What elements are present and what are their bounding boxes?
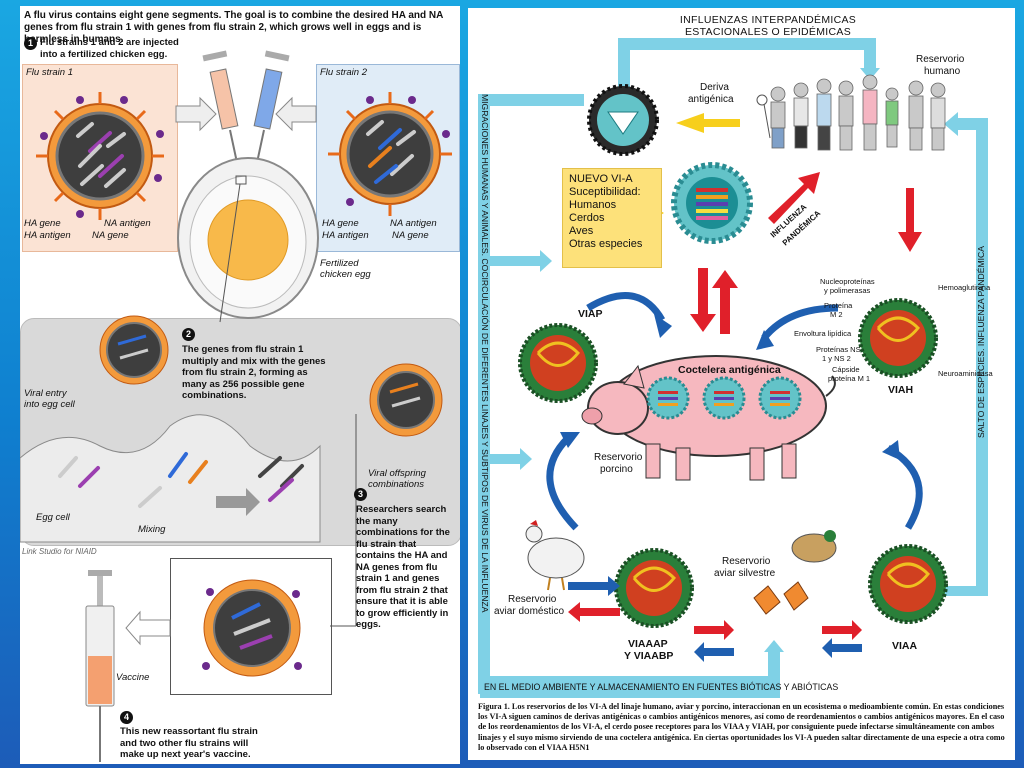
viah-label: VIAH bbox=[888, 384, 914, 396]
proteina-m2-line-2: M 2 bbox=[830, 310, 843, 319]
egg-cell-label: Egg cell bbox=[36, 512, 70, 523]
figure-caption: Figura 1. Los reservorios de los VI-A de… bbox=[478, 702, 1005, 752]
proteinas-ns-line-2: 1 y NS 2 bbox=[822, 354, 851, 363]
pig-coctelera bbox=[581, 355, 836, 481]
arrow-strain1-to-egg bbox=[175, 96, 217, 132]
strain-1-label: Flu strain 1 bbox=[26, 67, 73, 78]
right-panel-influenza-reservoirs: INFLUENZAS INTERPANDÉMICAS ESTACIONALES … bbox=[468, 8, 1015, 760]
reservorio-porcino-line-1: Reservorio bbox=[594, 452, 643, 463]
deriva-line-1: Deriva bbox=[700, 82, 729, 93]
reservorio-aviar-domestico-line-1: Reservorio bbox=[508, 594, 557, 605]
syringe-strain-1 bbox=[202, 50, 243, 187]
yellow-box-line-6: Otras especies bbox=[569, 238, 643, 250]
step-3-text: Researchers search the many combinations… bbox=[356, 504, 450, 630]
nucleoproteinas-line-1: Nucleoproteínas bbox=[820, 277, 875, 286]
step-1-text: Flu strains 1 and 2 are injected into a … bbox=[40, 37, 179, 60]
human-reservoir-people bbox=[756, 74, 946, 151]
viruses-in-cell bbox=[20, 315, 443, 543]
left-panel-flu-vaccine: A flu virus contains eight gene segments… bbox=[20, 6, 460, 764]
viral-offspring-label: Viral offspring combinations bbox=[368, 468, 426, 490]
coctelera-label: Coctelera antigénica bbox=[678, 364, 781, 376]
title-line-2: ESTACIONALES O EPIDÉMICAS bbox=[684, 26, 851, 38]
step-4-number: 4 bbox=[120, 711, 133, 724]
mixing-label: Mixing bbox=[138, 524, 166, 535]
strain-1-na-gene: NA gene bbox=[92, 230, 129, 241]
hemoaglutinina-label: Hemoaglutinina bbox=[938, 283, 991, 292]
step-3-number: 3 bbox=[354, 488, 367, 501]
small-exchange-arrows bbox=[568, 576, 862, 662]
step-1-number: 1 bbox=[24, 37, 37, 50]
reservorio-aviar-silvestre-line-2: aviar silvestre bbox=[714, 568, 776, 579]
yellow-box-line-2: Suceptibilidad: bbox=[569, 186, 641, 198]
arrow-down-center bbox=[690, 268, 716, 332]
strain-2-label: Flu strain 2 bbox=[320, 67, 367, 78]
arrow-influenza-pandemica bbox=[768, 172, 820, 224]
strain-1-na-antigen: NA antigen bbox=[104, 218, 151, 229]
virus-top-deriva bbox=[587, 84, 659, 156]
virus-viaaap bbox=[614, 548, 694, 628]
fertilized-egg bbox=[177, 157, 319, 319]
left-illustration bbox=[20, 50, 452, 762]
chicken-domestic bbox=[525, 520, 585, 591]
strain-2-na-gene: NA gene bbox=[392, 230, 429, 241]
credit-text: Link Studio for NIAID bbox=[22, 547, 97, 556]
nuevo-via-box: NUEVO VI-A Suceptibilidad: Humanos Cerdo… bbox=[562, 168, 662, 268]
viaaap-line-1: VIAAAP bbox=[628, 638, 668, 650]
reservorio-humano-line-1: Reservorio bbox=[916, 54, 965, 65]
arrow-to-vaccine bbox=[125, 610, 171, 646]
bottom-band-text: EN EL MEDIO AMBIENTE Y ALMACENAMIENTO EN… bbox=[484, 682, 839, 692]
step-2-text: The genes from flu strain 1 multiply and… bbox=[182, 344, 326, 401]
title-line-1: INFLUENZAS INTERPANDÉMICAS bbox=[679, 14, 857, 26]
virus-strain-2 bbox=[328, 92, 452, 216]
step-4-text: This new reassortant flu strain and two … bbox=[120, 726, 258, 760]
reservorio-aviar-domestico-line-2: aviar doméstico bbox=[494, 606, 565, 617]
envoltura-label: Envoltura lipídica bbox=[794, 329, 852, 338]
strain-2-ha-antigen: HA antigen bbox=[322, 230, 369, 241]
intro-text: A flu virus contains eight gene segments… bbox=[24, 10, 443, 45]
arrow-strain2-to-egg bbox=[275, 96, 317, 132]
viral-entry-label: Viral entry into egg cell bbox=[24, 388, 75, 410]
viaa-label: VIAA bbox=[892, 640, 918, 652]
egg-callout-line bbox=[219, 183, 241, 323]
viaaap-line-2: Y VIAABP bbox=[624, 650, 674, 662]
left-vertical-text: MIGRACIONES HUMANAS Y ANIMALES. COCIRCUL… bbox=[480, 94, 490, 613]
proteina-m2-line-1: Proteína bbox=[824, 301, 853, 310]
viap-label: VIAP bbox=[578, 308, 603, 320]
yellow-box-line-1: NUEVO VI-A bbox=[569, 173, 633, 185]
nucleoproteinas-line-2: y polimerasas bbox=[824, 286, 871, 295]
step-2-number: 2 bbox=[182, 328, 195, 341]
yellow-box-line-4: Cerdos bbox=[569, 212, 605, 224]
yellow-box-line-3: Humanos bbox=[569, 199, 617, 211]
deriva-line-2: antigénica bbox=[688, 94, 734, 105]
virus-viah bbox=[858, 298, 938, 378]
reservorio-aviar-silvestre-line-1: Reservorio bbox=[722, 556, 771, 567]
yellow-box-line-5: Aves bbox=[569, 225, 594, 237]
cyan-circulation-bands bbox=[478, 38, 988, 698]
virus-viap bbox=[518, 323, 598, 403]
strain-2-ha-gene: HA gene bbox=[322, 218, 359, 229]
reservorio-porcino-line-2: porcino bbox=[600, 464, 633, 475]
reservorio-humano-line-2: humano bbox=[924, 66, 961, 77]
wild-ducks bbox=[753, 530, 837, 615]
vaccine-label: Vaccine bbox=[116, 672, 150, 683]
virus-nuevo-via bbox=[671, 162, 753, 244]
reassortant-virus bbox=[202, 579, 302, 677]
strain-2-na-antigen: NA antigen bbox=[390, 218, 437, 229]
strain-1-ha-gene: HA gene bbox=[24, 218, 61, 229]
right-illustration bbox=[478, 38, 988, 698]
neuroaminidasa-label: Neuroaminidasa bbox=[938, 369, 993, 378]
strain-1-ha-antigen: HA antigen bbox=[24, 230, 71, 241]
egg-label: Fertilized chicken egg bbox=[320, 258, 371, 280]
arrow-down-viah bbox=[898, 188, 922, 252]
capside-line-2: proteína M 1 bbox=[828, 374, 871, 383]
arrow-deriva-antigenica bbox=[676, 113, 740, 133]
virus-strain-1 bbox=[36, 92, 164, 220]
vaccine-syringe bbox=[85, 570, 115, 762]
arrow-up-center bbox=[712, 270, 738, 334]
right-vertical-text: SALTO DE ESPECIES. INFLUENZA PANDÉMICA bbox=[976, 246, 986, 438]
virus-viaa bbox=[868, 544, 948, 624]
capside-line-1: Cápside bbox=[832, 365, 860, 374]
proteinas-ns-line-1: Proteínas NS bbox=[816, 345, 861, 354]
